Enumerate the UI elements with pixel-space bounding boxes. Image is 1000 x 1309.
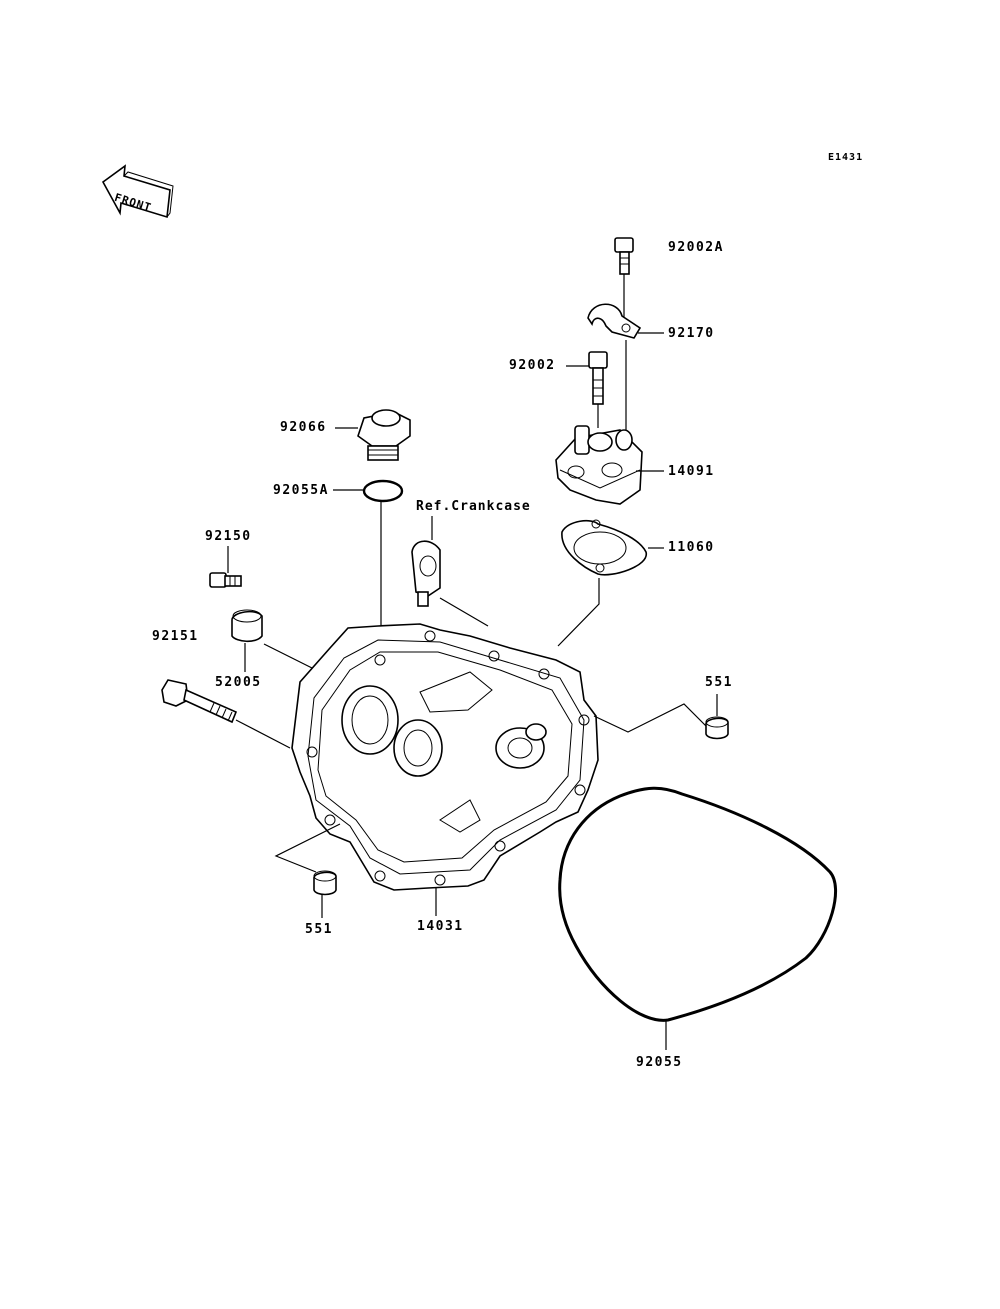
cover-14091-icon — [555, 425, 643, 505]
leader-52005-case — [263, 643, 313, 669]
leader-ref-crankcase-down — [439, 597, 489, 627]
part-label-92150[interactable]: 92150 — [205, 529, 252, 544]
dowel-551-left-icon — [313, 870, 337, 896]
bolt-92002a-icon — [614, 237, 634, 275]
gasket-92055-icon — [558, 786, 838, 1022]
part-label-92002a[interactable]: 92002A — [668, 240, 724, 255]
leader-92151 — [235, 719, 291, 749]
plug-92066-icon — [357, 409, 411, 461]
part-label-92055a[interactable]: 92055A — [273, 483, 329, 498]
diagram-code: E1431 — [828, 152, 864, 163]
leader-551-right-case — [593, 703, 707, 733]
part-label-14091[interactable]: 14091 — [668, 464, 715, 479]
gasket-11060-icon — [561, 519, 647, 576]
part-label-92170[interactable]: 92170 — [668, 326, 715, 341]
part-label-551-left[interactable]: 551 — [305, 922, 333, 937]
part-label-11060[interactable]: 11060 — [668, 540, 715, 555]
sleeve-52005-icon — [231, 609, 263, 643]
ref-crankcase-icon — [411, 540, 441, 607]
leader-11060-down — [557, 578, 600, 647]
clutch-cover-14031-icon — [291, 623, 599, 891]
ref-crankcase-label: Ref.Crankcase — [416, 499, 531, 514]
clamp-92170-icon — [587, 303, 642, 339]
part-label-92002[interactable]: 92002 — [509, 358, 556, 373]
part-label-92151[interactable]: 92151 — [152, 629, 199, 644]
screw-92150-icon — [209, 572, 242, 588]
part-label-551-right[interactable]: 551 — [705, 675, 733, 690]
bolt-92002-icon — [588, 351, 608, 405]
leader-551-left-case — [274, 823, 341, 873]
front-arrow-icon — [101, 164, 174, 219]
part-label-52005[interactable]: 52005 — [215, 675, 262, 690]
bolt-92151-icon — [161, 679, 238, 724]
part-label-92066[interactable]: 92066 — [280, 420, 327, 435]
dowel-551-right-icon — [705, 716, 729, 740]
o-ring-92055a-icon — [362, 479, 404, 503]
part-label-14031[interactable]: 14031 — [417, 919, 464, 934]
part-label-92055[interactable]: 92055 — [636, 1055, 683, 1070]
